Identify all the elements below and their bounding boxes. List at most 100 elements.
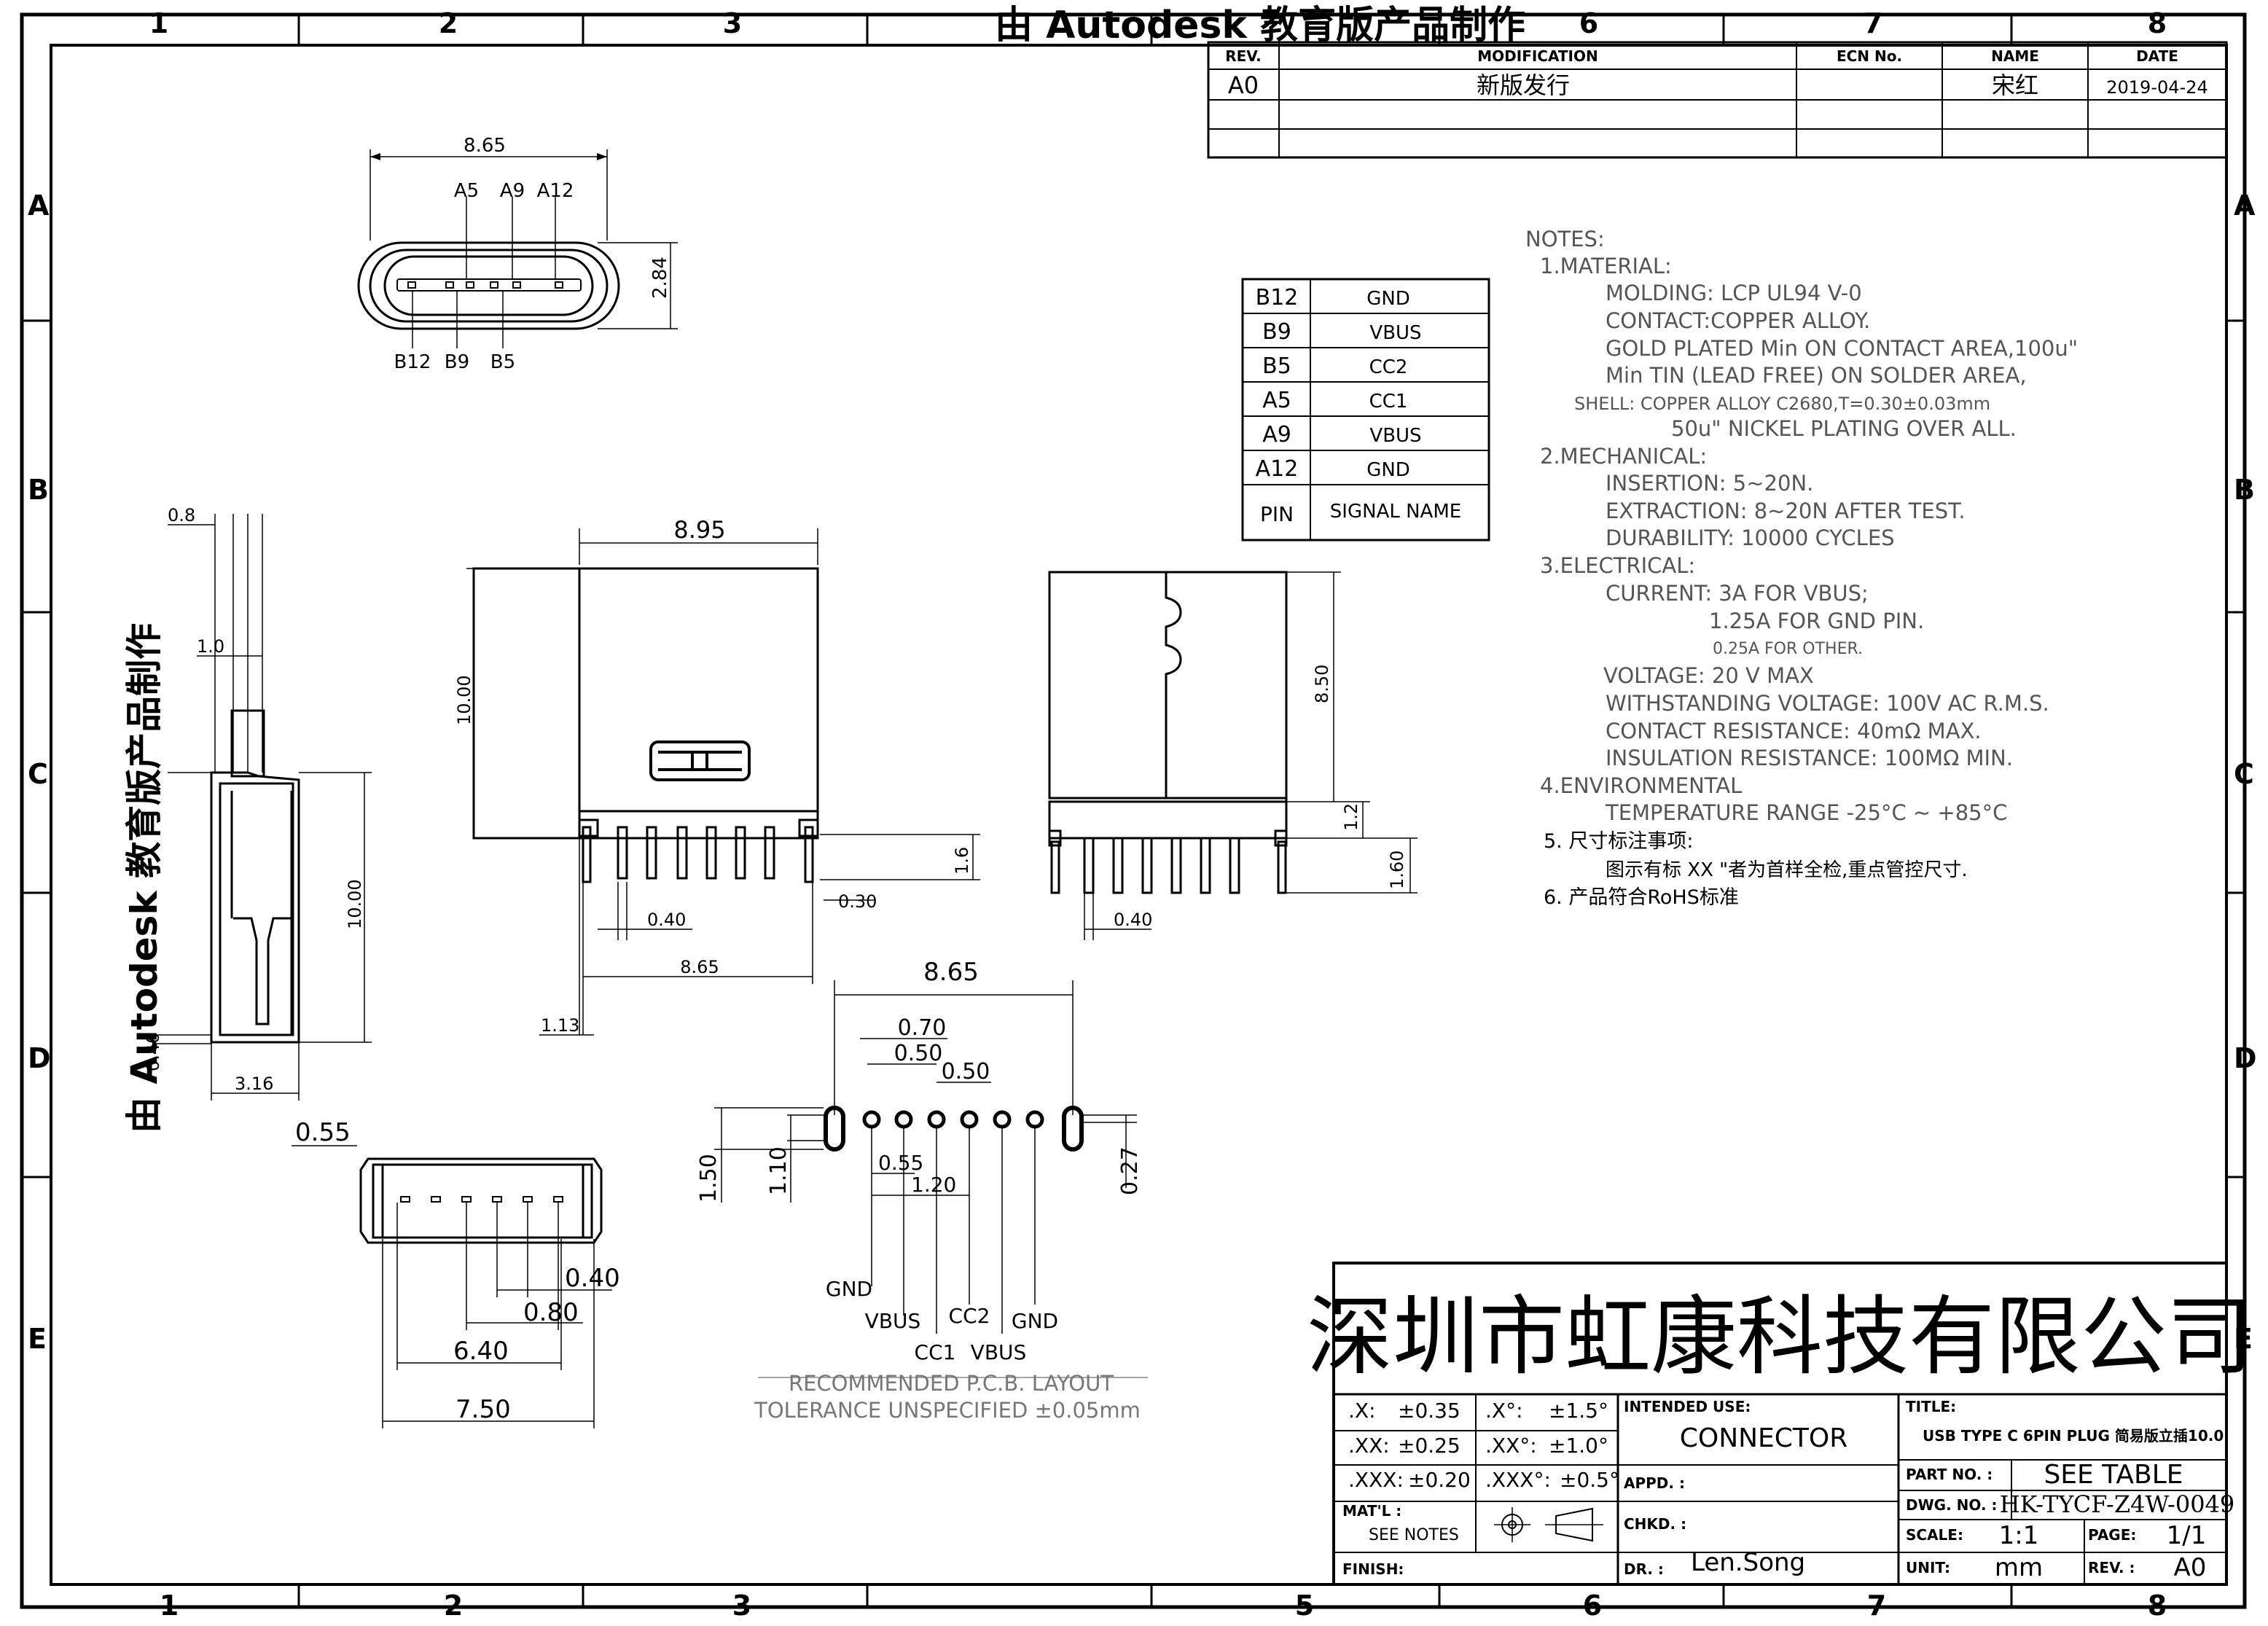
dim-label: 1.60	[1387, 851, 1407, 889]
pin-label: A9	[500, 180, 525, 202]
pcb-pad	[1025, 1110, 1044, 1129]
dim-label: 7.50	[455, 1395, 511, 1424]
zone-col-5-bottom: 5	[1295, 1590, 1314, 1622]
chkd-label: CHKD. :	[1624, 1515, 1686, 1533]
dim-label: 1.50	[696, 1154, 722, 1203]
scale-label: SCALE:	[1906, 1526, 1963, 1544]
note-line: CURRENT: 3A FOR VBUS;	[1606, 581, 1869, 606]
pin-cell: B5	[1262, 353, 1291, 379]
rev-label: REV. :	[2088, 1559, 2135, 1576]
dim-label: 0.40	[647, 910, 686, 930]
tolerance-angle-val: ±1.5°	[1549, 1399, 1608, 1423]
dim-label: 8.50	[1312, 665, 1332, 703]
revision-table: REV. MODIFICATION ECN No. NAME DATE A0 新…	[1207, 41, 2228, 159]
signal-cell: GND	[1366, 288, 1410, 310]
matl-label: MAT'L :	[1342, 1502, 1401, 1520]
dim-label: 8.65	[923, 958, 979, 987]
pin-header: PIN	[1260, 502, 1294, 526]
dim-label: 0.40	[1114, 910, 1152, 930]
dim-label: 0.55	[878, 1151, 923, 1175]
tolerance-angle-val: ±1.0°	[1549, 1434, 1608, 1458]
title-block	[1332, 1262, 2228, 1586]
right-view	[1048, 571, 1418, 940]
zone-col-1-bottom: 1	[160, 1590, 179, 1622]
zone-col-6-top: 6	[1579, 7, 1598, 39]
pcb-pad	[993, 1110, 1012, 1129]
pad-label: VBUS	[971, 1340, 1027, 1364]
pcb-layout	[714, 980, 1148, 1378]
dim-label: 1.20	[911, 1173, 956, 1197]
finish-label: FINISH:	[1342, 1560, 1404, 1578]
rev-cell-rev: A0	[1228, 71, 1259, 99]
note-line: MOLDING: LCP UL94 V-0	[1606, 281, 1862, 305]
title-value: USB TYPE C 6PIN PLUG 简易版立插10.0	[1923, 1427, 2224, 1445]
signal-cell: CC2	[1369, 356, 1408, 378]
rev-cell-name: 宋红	[1992, 71, 2038, 99]
intended-use-label: INTENDED USE:	[1624, 1398, 1751, 1415]
dim-label: 8.65	[464, 135, 506, 157]
rev-cell-date: 2019-04-24	[2106, 77, 2208, 98]
pcb-pad	[894, 1110, 913, 1129]
rev-header-ecn: ECN No.	[1837, 47, 1902, 65]
pin-label: B5	[490, 351, 515, 373]
dim-label: 10.00	[454, 675, 474, 725]
zone-col-8-top: 8	[2148, 7, 2167, 39]
scale-value: 1:1	[1999, 1521, 2039, 1550]
note-line: CONTACT:COPPER ALLOY.	[1606, 308, 1870, 333]
dim-label: 10.00	[345, 879, 365, 929]
note-line: 3.ELECTRICAL:	[1540, 553, 1695, 578]
rev-value: A0	[2174, 1553, 2207, 1582]
dim-label: 1.13	[541, 1015, 579, 1036]
dim-label: 8.65	[680, 957, 719, 977]
note-line: VOLTAGE: 20 V MAX	[1603, 663, 1814, 688]
tolerance-angle-val: ±0.5°	[1560, 1468, 1619, 1492]
pin-label: A12	[537, 180, 574, 202]
unit-value: mm	[1995, 1553, 2043, 1582]
zone-row-d-right: D	[2234, 1042, 2257, 1074]
rev-header-rev: REV.	[1225, 47, 1262, 65]
pcb-caption: TOLERANCE UNSPECIFIED ±0.05mm	[754, 1398, 1141, 1423]
zone-row-c-left: C	[28, 758, 48, 790]
pin-cell: B12	[1256, 285, 1299, 310]
note-line: 0.25A FOR OTHER.	[1713, 640, 1863, 658]
zone-row-b-left: B	[28, 474, 49, 506]
dim-label: 8.95	[673, 516, 725, 544]
notes-block: NOTES: 1.MATERIAL: MOLDING: LCP UL94 V-0…	[1525, 227, 2078, 909]
tolerance-key: .X:	[1348, 1399, 1376, 1423]
pcb-pad	[927, 1110, 946, 1129]
outer-frame	[20, 12, 2247, 1609]
note-line: EXTRACTION: 8~20N AFTER TEST.	[1606, 499, 1966, 523]
dim-label: 0.40	[565, 1264, 620, 1293]
zone-col-6-bottom: 6	[1583, 1590, 1602, 1622]
pin-table: B12 GND B9 VBUS B5 CC2 A5 CC1 A9 VBUS A1…	[1241, 278, 1490, 542]
signal-cell: VBUS	[1369, 322, 1421, 344]
note-line: 1.MATERIAL:	[1540, 254, 1672, 278]
dr-label: DR. :	[1624, 1560, 1664, 1578]
watermark-side: 由 Autodesk 教育版产品制作	[123, 623, 165, 1133]
dim-label: 1.0	[197, 636, 224, 657]
inner-frame	[50, 44, 2228, 1586]
rev-header-date: DATE	[2136, 47, 2178, 65]
signal-cell: VBUS	[1369, 425, 1421, 447]
note-line: 50u" NICKEL PLATING OVER ALL.	[1671, 416, 2017, 441]
dim-label: 0.55	[295, 1118, 351, 1147]
signal-cell: GND	[1366, 459, 1410, 481]
pcb-pad	[824, 1106, 845, 1152]
side-view	[157, 514, 372, 1101]
tolerance-val: ±0.20	[1408, 1468, 1471, 1492]
dwg-no-label: DWG. NO. :	[1906, 1496, 1998, 1514]
dim-label: 1.10	[766, 1146, 791, 1195]
pcb-caption: RECOMMENDED P.C.B. LAYOUT	[789, 1371, 1114, 1396]
note-line: CONTACT RESISTANCE: 40mΩ MAX.	[1606, 719, 1982, 743]
note-line: 1.25A FOR GND PIN.	[1709, 609, 1924, 633]
note-line: INSULATION RESISTANCE: 100MΩ MIN.	[1606, 746, 2013, 770]
dim-label: 0.50	[942, 1059, 990, 1084]
dim-label: 0.70	[898, 1015, 947, 1041]
zone-col-8-bottom: 8	[2148, 1590, 2167, 1622]
pad-label: GND	[1012, 1309, 1058, 1333]
note-line: 2.MECHANICAL:	[1540, 444, 1707, 469]
pin-label: A5	[454, 180, 479, 202]
tolerance-angle-key: .X°:	[1485, 1399, 1523, 1423]
pcb-pad	[1062, 1106, 1084, 1152]
zone-row-c-right: C	[2234, 758, 2254, 790]
